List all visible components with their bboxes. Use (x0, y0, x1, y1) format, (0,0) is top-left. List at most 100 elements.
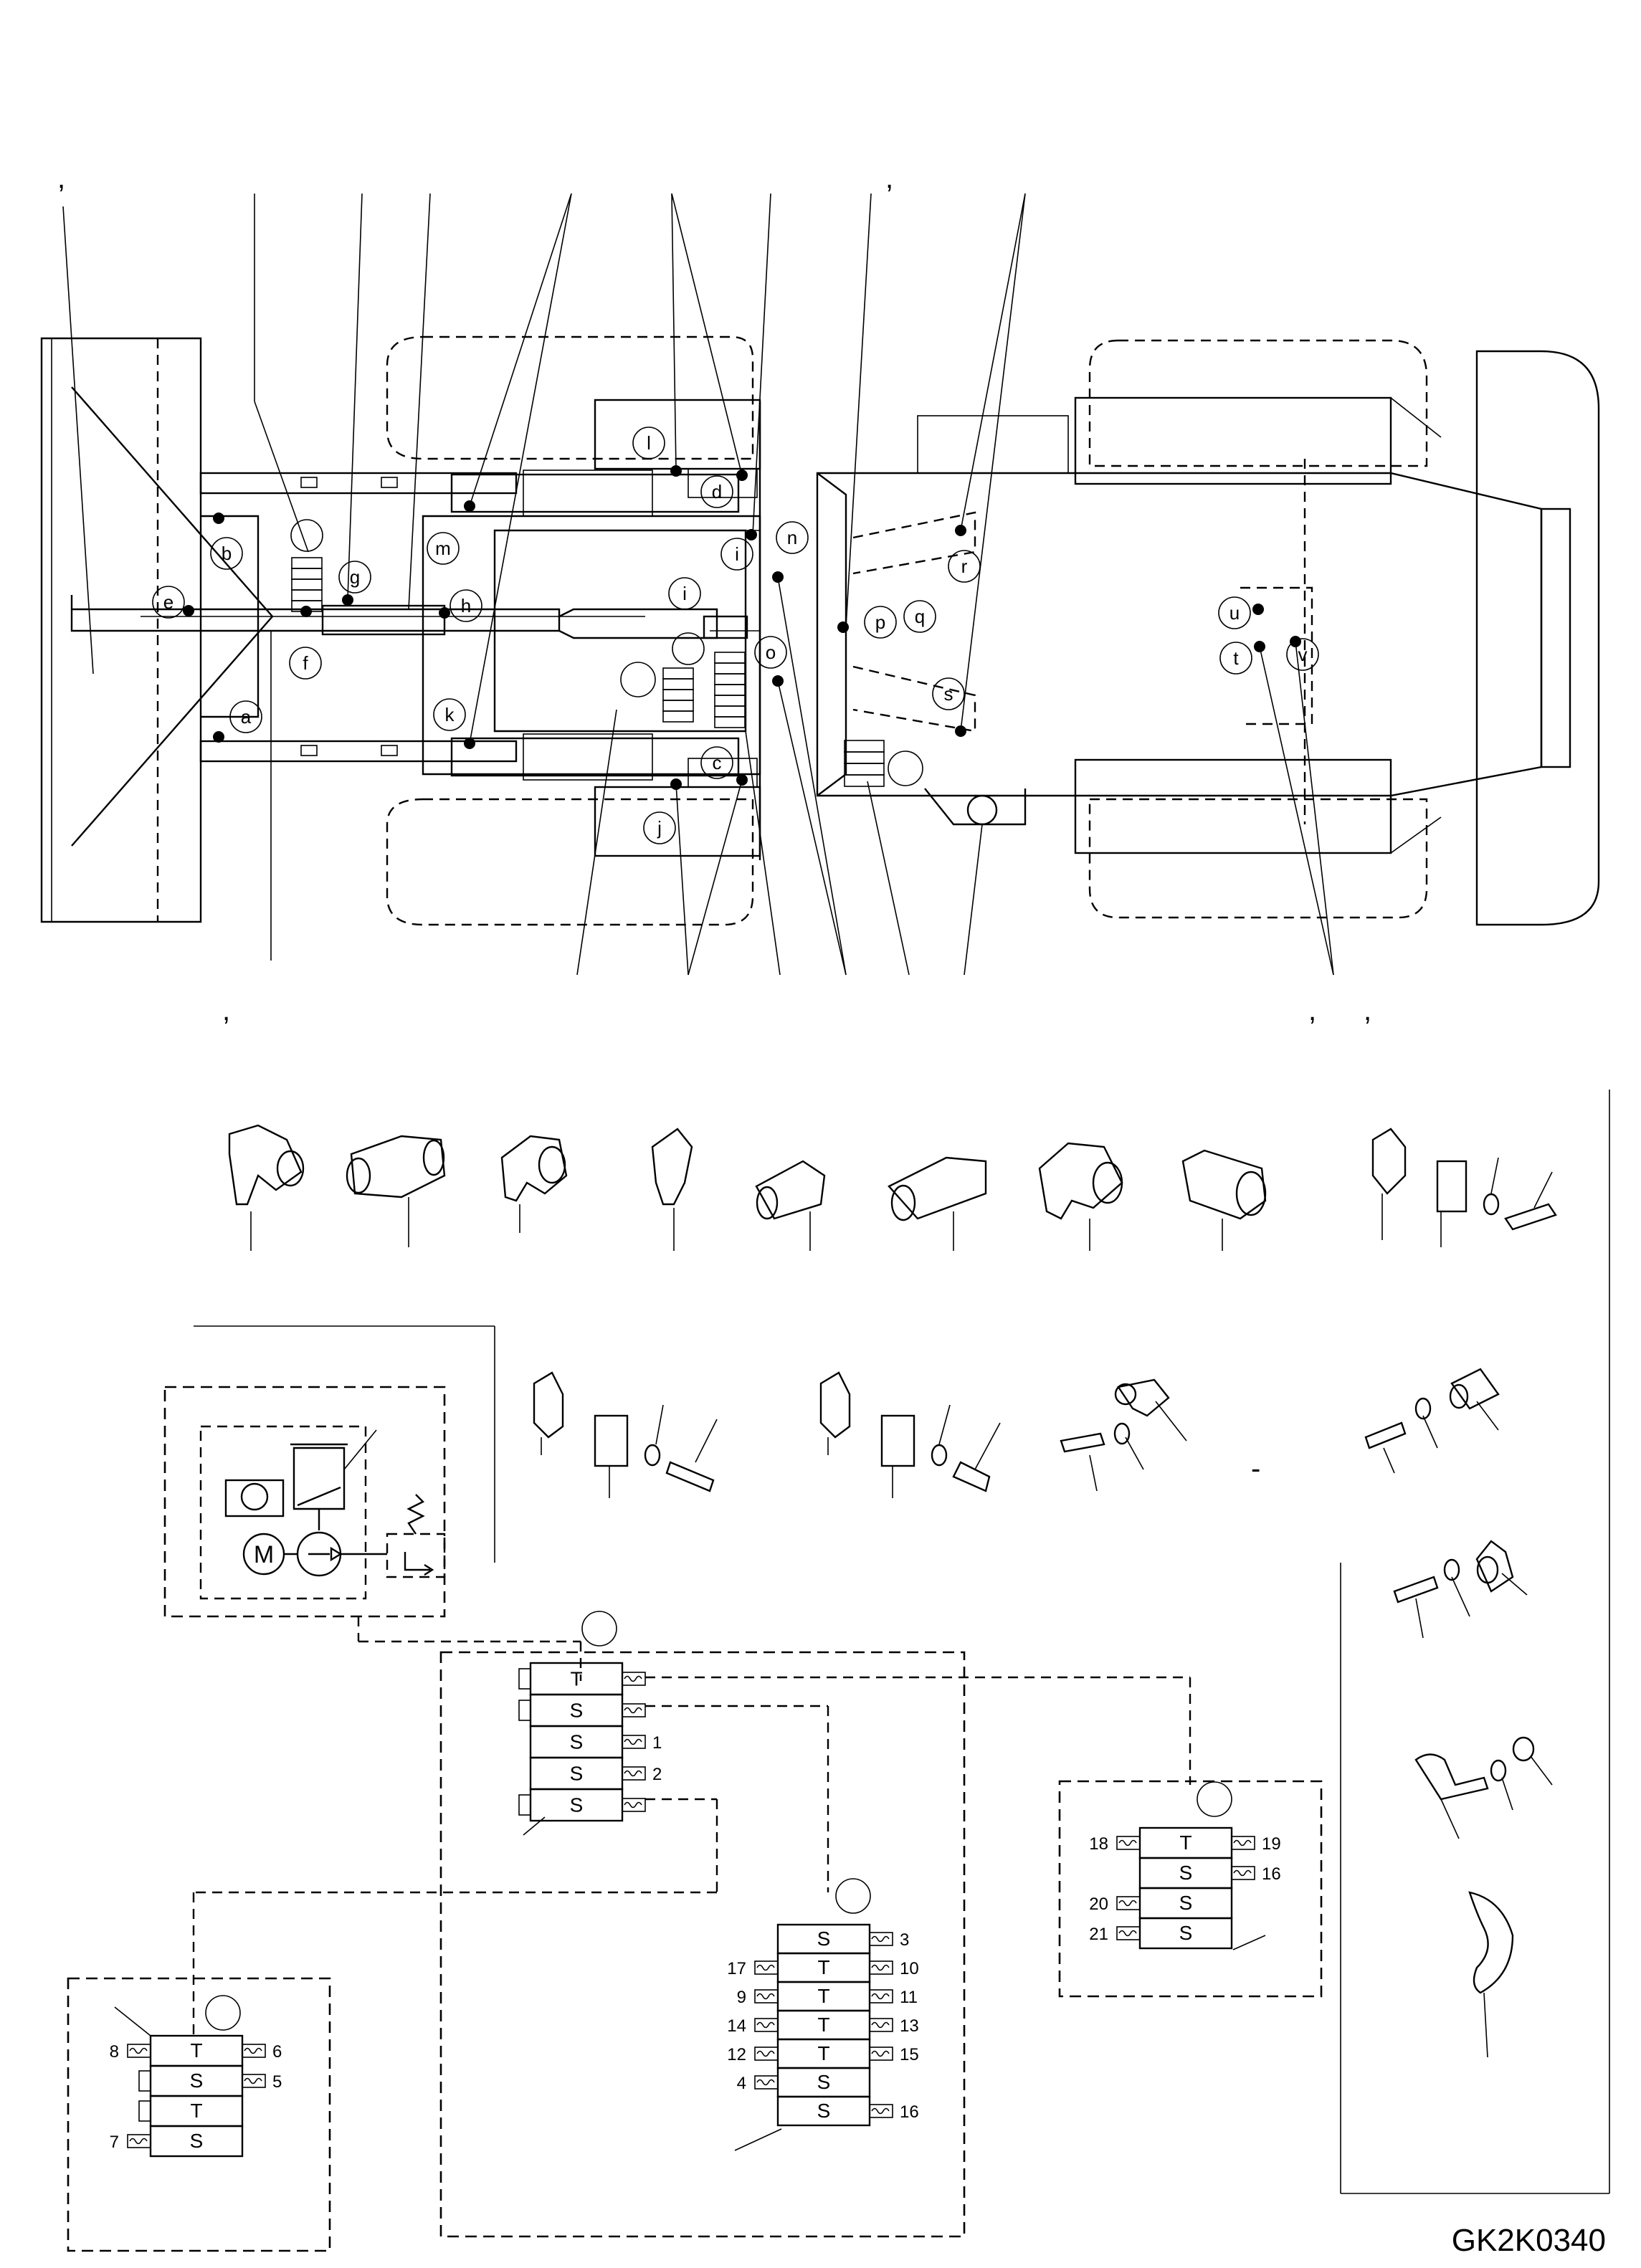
port-fitting (1116, 1836, 1141, 1850)
block-section-label: S (817, 2071, 831, 2093)
port-spring (756, 1964, 775, 1971)
block-section-label: S (570, 1794, 584, 1816)
port-spring (871, 1935, 890, 1943)
block-section-label: S (570, 1731, 584, 1753)
port-number: 19 (1262, 1834, 1281, 1854)
port-fitting (622, 1766, 646, 1781)
port-fitting (622, 1672, 646, 1686)
leader-lines-top (62, 193, 1334, 976)
block-section-label: T (817, 2014, 829, 2036)
callout-t: t (1233, 647, 1239, 669)
port-number: 13 (900, 2016, 919, 2036)
port-spring (756, 2021, 775, 2029)
fitting-tee-4 (651, 1128, 693, 1251)
port-fitting (869, 2018, 893, 2032)
port-fitting (869, 1960, 893, 1975)
port-fitting (869, 2047, 893, 2061)
port-number: 11 (900, 1988, 918, 2007)
block-section-label: S (190, 2130, 204, 2152)
block-stub (518, 1668, 531, 1690)
block-section-label: T (190, 2100, 202, 2122)
callout-e: e (163, 591, 173, 613)
port-fitting (622, 1798, 646, 1812)
fitting-elbow-7 (1038, 1142, 1123, 1251)
port-fitting (242, 2044, 266, 2058)
callout-n: n (787, 527, 797, 548)
block-section-label: S (570, 1700, 584, 1722)
port-spring (624, 1770, 642, 1777)
port-number: 16 (1262, 1864, 1281, 1884)
block-section-label: S (570, 1763, 584, 1785)
callout-r: r (961, 556, 968, 577)
callout-p: p (875, 611, 885, 633)
port-spring (244, 2077, 262, 2084)
port-number: 5 (272, 2072, 282, 2092)
port-number: 21 (1089, 1925, 1108, 1944)
block-section-label: S (817, 2100, 831, 2122)
callout-q: q (915, 606, 925, 627)
block-section-label: S (1179, 1862, 1193, 1884)
block-section-label: S (1179, 1892, 1193, 1914)
callout-l: l (647, 432, 651, 454)
clamp-set-9 (1371, 1128, 1557, 1247)
port-fitting (754, 2047, 779, 2061)
port-number: 10 (900, 1959, 919, 1978)
port-fitting (1231, 1866, 1255, 1880)
port-spring (1118, 1839, 1137, 1847)
bottom-comma-right: , (1364, 995, 1371, 1026)
port-spring (871, 2050, 890, 2057)
callout-c: c (713, 752, 722, 773)
block-stub (518, 1700, 531, 1721)
main-block-enclosure (439, 1651, 966, 2238)
port-fitting (754, 2075, 779, 2090)
port-number: 1 (652, 1733, 662, 1753)
block-section-label: T (1179, 1831, 1191, 1854)
port-number: 7 (110, 2133, 119, 2152)
callout-v: v (1298, 644, 1308, 665)
fitting-nipple-6 (888, 1156, 987, 1251)
port-fitting (1116, 1896, 1141, 1910)
port-spring (871, 1993, 890, 2000)
port-fitting (1116, 1926, 1141, 1940)
port-spring (756, 1993, 775, 2000)
port-fitting (754, 2018, 779, 2032)
port-spring (624, 1707, 642, 1714)
port-spring (756, 2079, 775, 2086)
port-number: 17 (727, 1959, 746, 1978)
right-block-enclosure (1058, 1780, 1323, 1998)
port-spring (1233, 1839, 1252, 1847)
port-number: 20 (1089, 1895, 1108, 1914)
port-number: 9 (737, 1988, 746, 2007)
callout-s: s (944, 683, 953, 705)
port-spring (871, 2021, 890, 2029)
block-section-label: T (570, 1668, 582, 1690)
block-section-label: S (817, 1928, 831, 1950)
fitting-elbow-3 (500, 1135, 568, 1233)
top-view-block-rear (844, 740, 923, 787)
block-section-label: T (817, 1956, 829, 1978)
callout-k: k (445, 704, 455, 725)
port-number: 15 (900, 2045, 919, 2064)
top-view-block-front (290, 519, 323, 612)
bottom-comma-mid: , (1308, 995, 1316, 1026)
callout-u: u (1229, 602, 1240, 624)
top-view-block-center (620, 632, 746, 728)
port-fitting (242, 2074, 266, 2088)
port-number: 16 (900, 2102, 919, 2122)
port-spring (756, 2050, 775, 2057)
block-stub (138, 2100, 151, 2122)
fittings-row (228, 1090, 1610, 2194)
fitting-nipple-5 (755, 1160, 826, 1251)
port-spring (129, 2047, 148, 2054)
block-stub (518, 1794, 531, 1816)
block-section-label: T (817, 2042, 829, 2064)
grease-points (183, 465, 1301, 790)
port-fitting (1231, 1836, 1255, 1850)
port-number: 12 (727, 2045, 746, 2064)
callout-h: h (461, 595, 471, 616)
fitting-elbow-1 (228, 1124, 305, 1251)
